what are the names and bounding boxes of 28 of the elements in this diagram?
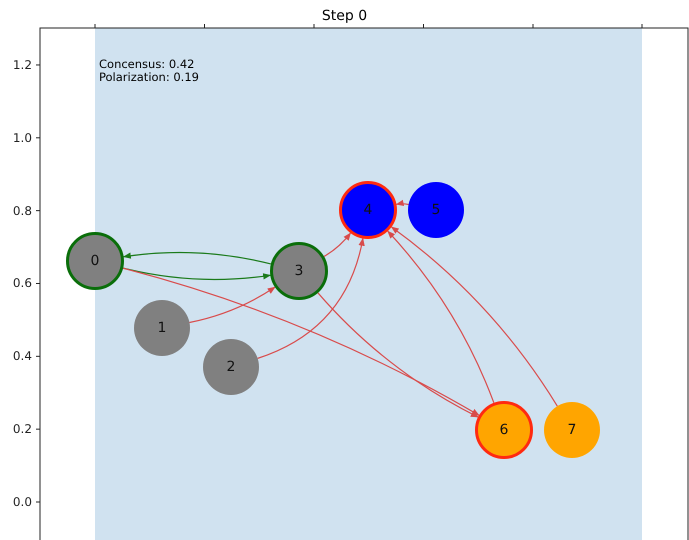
y-tick-label: 0.8: [12, 204, 32, 217]
arrow: [257, 238, 364, 359]
arrow: [324, 232, 351, 257]
chart-title: Step 0: [320, 8, 368, 24]
node-label: 5: [432, 203, 440, 217]
y-tick-label: 0.6: [12, 277, 32, 290]
annotation-text: Polarization: 0.19: [99, 71, 199, 84]
node-label: 4: [364, 203, 372, 217]
annotation-text: Concensus: 0.42: [99, 58, 194, 71]
arrow: [122, 268, 272, 280]
node-label: 1: [158, 321, 166, 335]
y-tick-label: 0.2: [12, 423, 32, 436]
arrow: [122, 252, 272, 264]
node-label: 3: [294, 264, 304, 278]
y-tick-label: 0.0: [12, 496, 32, 508]
arrow: [390, 226, 558, 406]
y-tick-label: 1.0: [12, 132, 32, 144]
node-label: 0: [90, 254, 100, 268]
node-label: 6: [500, 423, 508, 437]
arrow: [122, 268, 480, 416]
arrow: [318, 292, 479, 418]
node-label: 7: [568, 423, 576, 437]
y-tick-label: 1.2: [12, 58, 32, 71]
node-label: 2: [226, 360, 236, 374]
arrow: [396, 200, 409, 206]
arrow: [189, 286, 276, 324]
arrow: [387, 230, 494, 404]
y-tick-label: 0.4: [12, 350, 32, 362]
